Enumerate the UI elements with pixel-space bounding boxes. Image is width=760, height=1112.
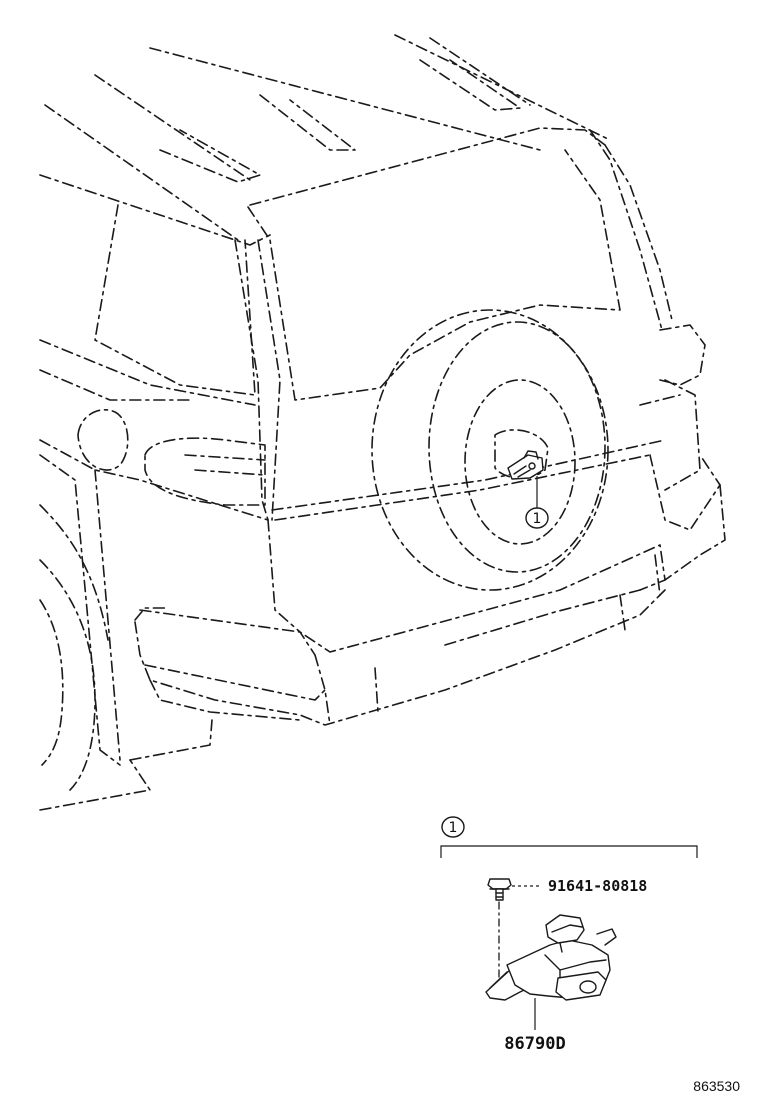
- camera-part-number: 86790D: [504, 1034, 565, 1054]
- callout-marker-label: 1: [533, 511, 542, 527]
- bolt: [487, 878, 512, 901]
- group-bracket: [440, 845, 698, 858]
- callout-marker-vehicle: 1: [525, 507, 549, 529]
- vehicle-outline: [39, 34, 726, 811]
- spare-tire: [371, 309, 609, 591]
- camera-location-mark: [507, 450, 544, 480]
- rear-view-camera: [485, 914, 617, 1001]
- detail-group-label: 1: [449, 820, 458, 836]
- bolt-part-number: 91641-80818: [548, 877, 647, 895]
- detail-group-marker: 1: [441, 816, 465, 838]
- diagram-id: 863530: [693, 1078, 740, 1094]
